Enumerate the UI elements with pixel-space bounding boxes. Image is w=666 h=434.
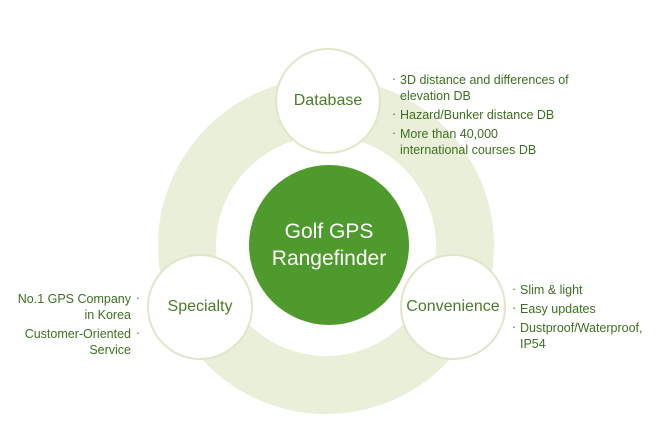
list-item: Easy updates — [512, 300, 664, 317]
database-feature-list: 3D distance and differences of elevation… — [392, 71, 612, 161]
list-item: 3D distance and differences of elevation… — [392, 71, 612, 104]
specialty-node: Specialty — [147, 254, 253, 360]
convenience-feature-list: Slim & light Easy updates Dustproof/Wate… — [512, 281, 664, 355]
database-node: Database — [275, 48, 381, 154]
convenience-label: Convenience — [406, 298, 500, 315]
specialty-feature-list: No.1 GPS Company in Korea Customer-Orien… — [0, 290, 140, 361]
convenience-node: Convenience — [400, 254, 506, 360]
list-item: No.1 GPS Company in Korea — [0, 290, 140, 323]
database-label: Database — [293, 92, 363, 109]
list-item: Slim & light — [512, 281, 664, 298]
list-item: Dustproof/Waterproof, IP54 — [512, 319, 664, 352]
center-title-line1: Golf GPS — [284, 220, 374, 243]
center-circle: Golf GPS Rangefinder — [249, 165, 409, 325]
center-title-line2: Rangefinder — [271, 247, 387, 270]
list-item: Customer-Oriented Service — [0, 325, 140, 358]
list-item: Hazard/Bunker distance DB — [392, 106, 612, 123]
specialty-label: Specialty — [167, 298, 233, 315]
list-item: More than 40,000 international courses D… — [392, 125, 612, 158]
